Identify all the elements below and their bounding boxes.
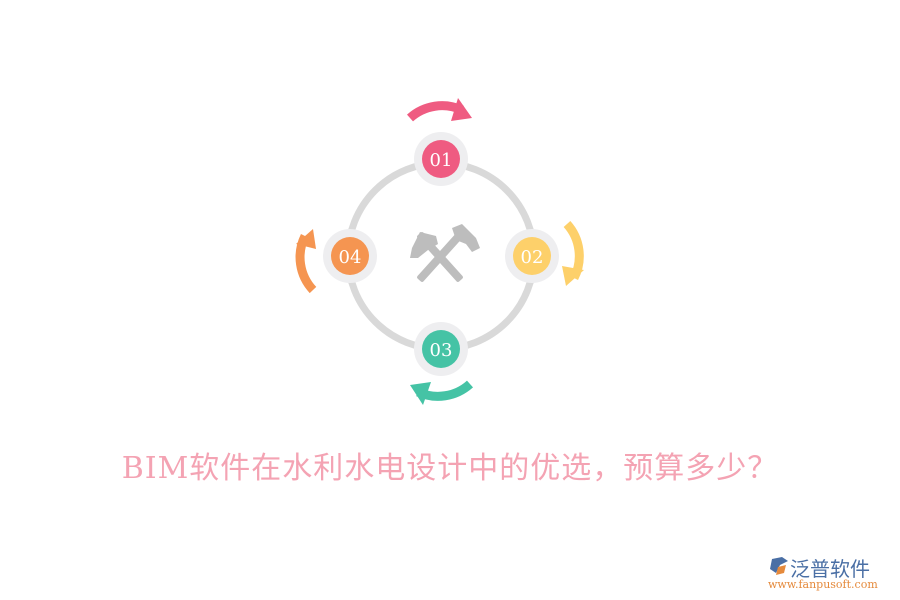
logo-mark-icon [770, 557, 788, 575]
hammer-crossed-icon [410, 224, 480, 282]
arrow-bottom-icon [410, 380, 474, 405]
arrow-left-icon [295, 229, 317, 294]
node-03: 03 [414, 322, 468, 376]
arrow-top-icon [406, 98, 472, 122]
node-01: 01 [414, 132, 468, 186]
arrow-right-icon [562, 220, 584, 286]
logo-url: www.fanpusoft.com [768, 578, 878, 591]
node-02-label: 02 [521, 247, 544, 268]
logo-name: 泛普软件 [790, 557, 870, 581]
brand-logo: 泛普软件 www.fanpusoft.com [768, 553, 893, 595]
page-title: BIM软件在水利水电设计中的优选，预算多少？ [121, 451, 779, 486]
node-03-label: 03 [430, 340, 453, 361]
node-04-label: 04 [339, 247, 362, 268]
node-02: 02 [505, 229, 559, 283]
node-04: 04 [323, 229, 377, 283]
node-01-label: 01 [430, 150, 453, 171]
